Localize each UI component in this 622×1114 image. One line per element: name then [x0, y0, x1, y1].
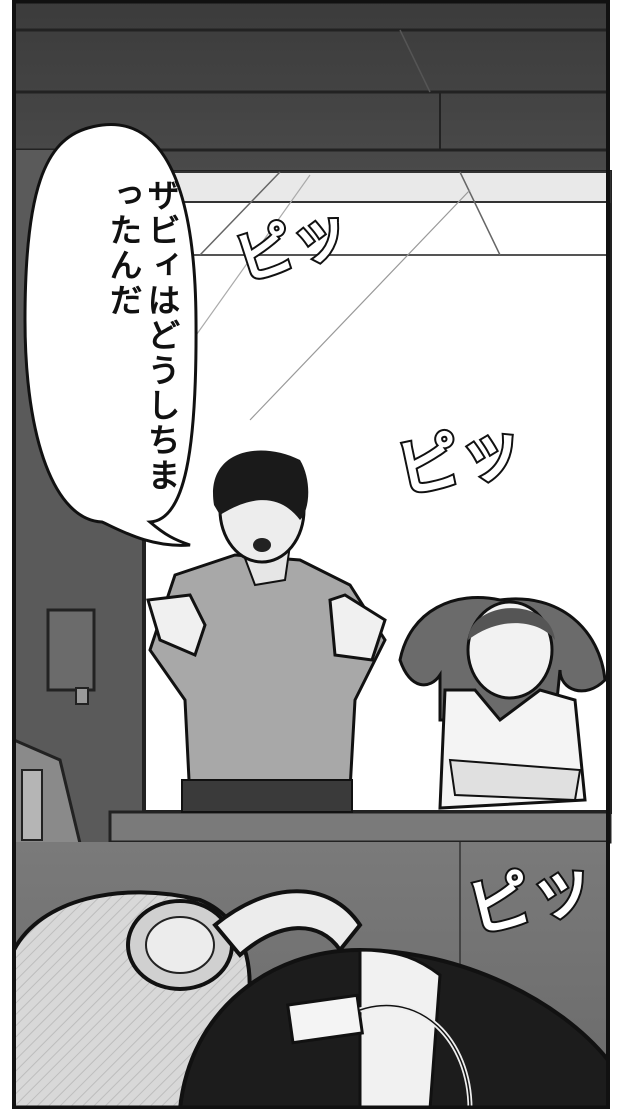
robot-foreground: [12, 889, 610, 1111]
man-figure: [146, 450, 387, 813]
speech-bubble-text: ザビィはどうしちまったんだ: [104, 178, 181, 493]
speech-bubble: [23, 123, 198, 547]
girl-figure: [398, 596, 607, 810]
